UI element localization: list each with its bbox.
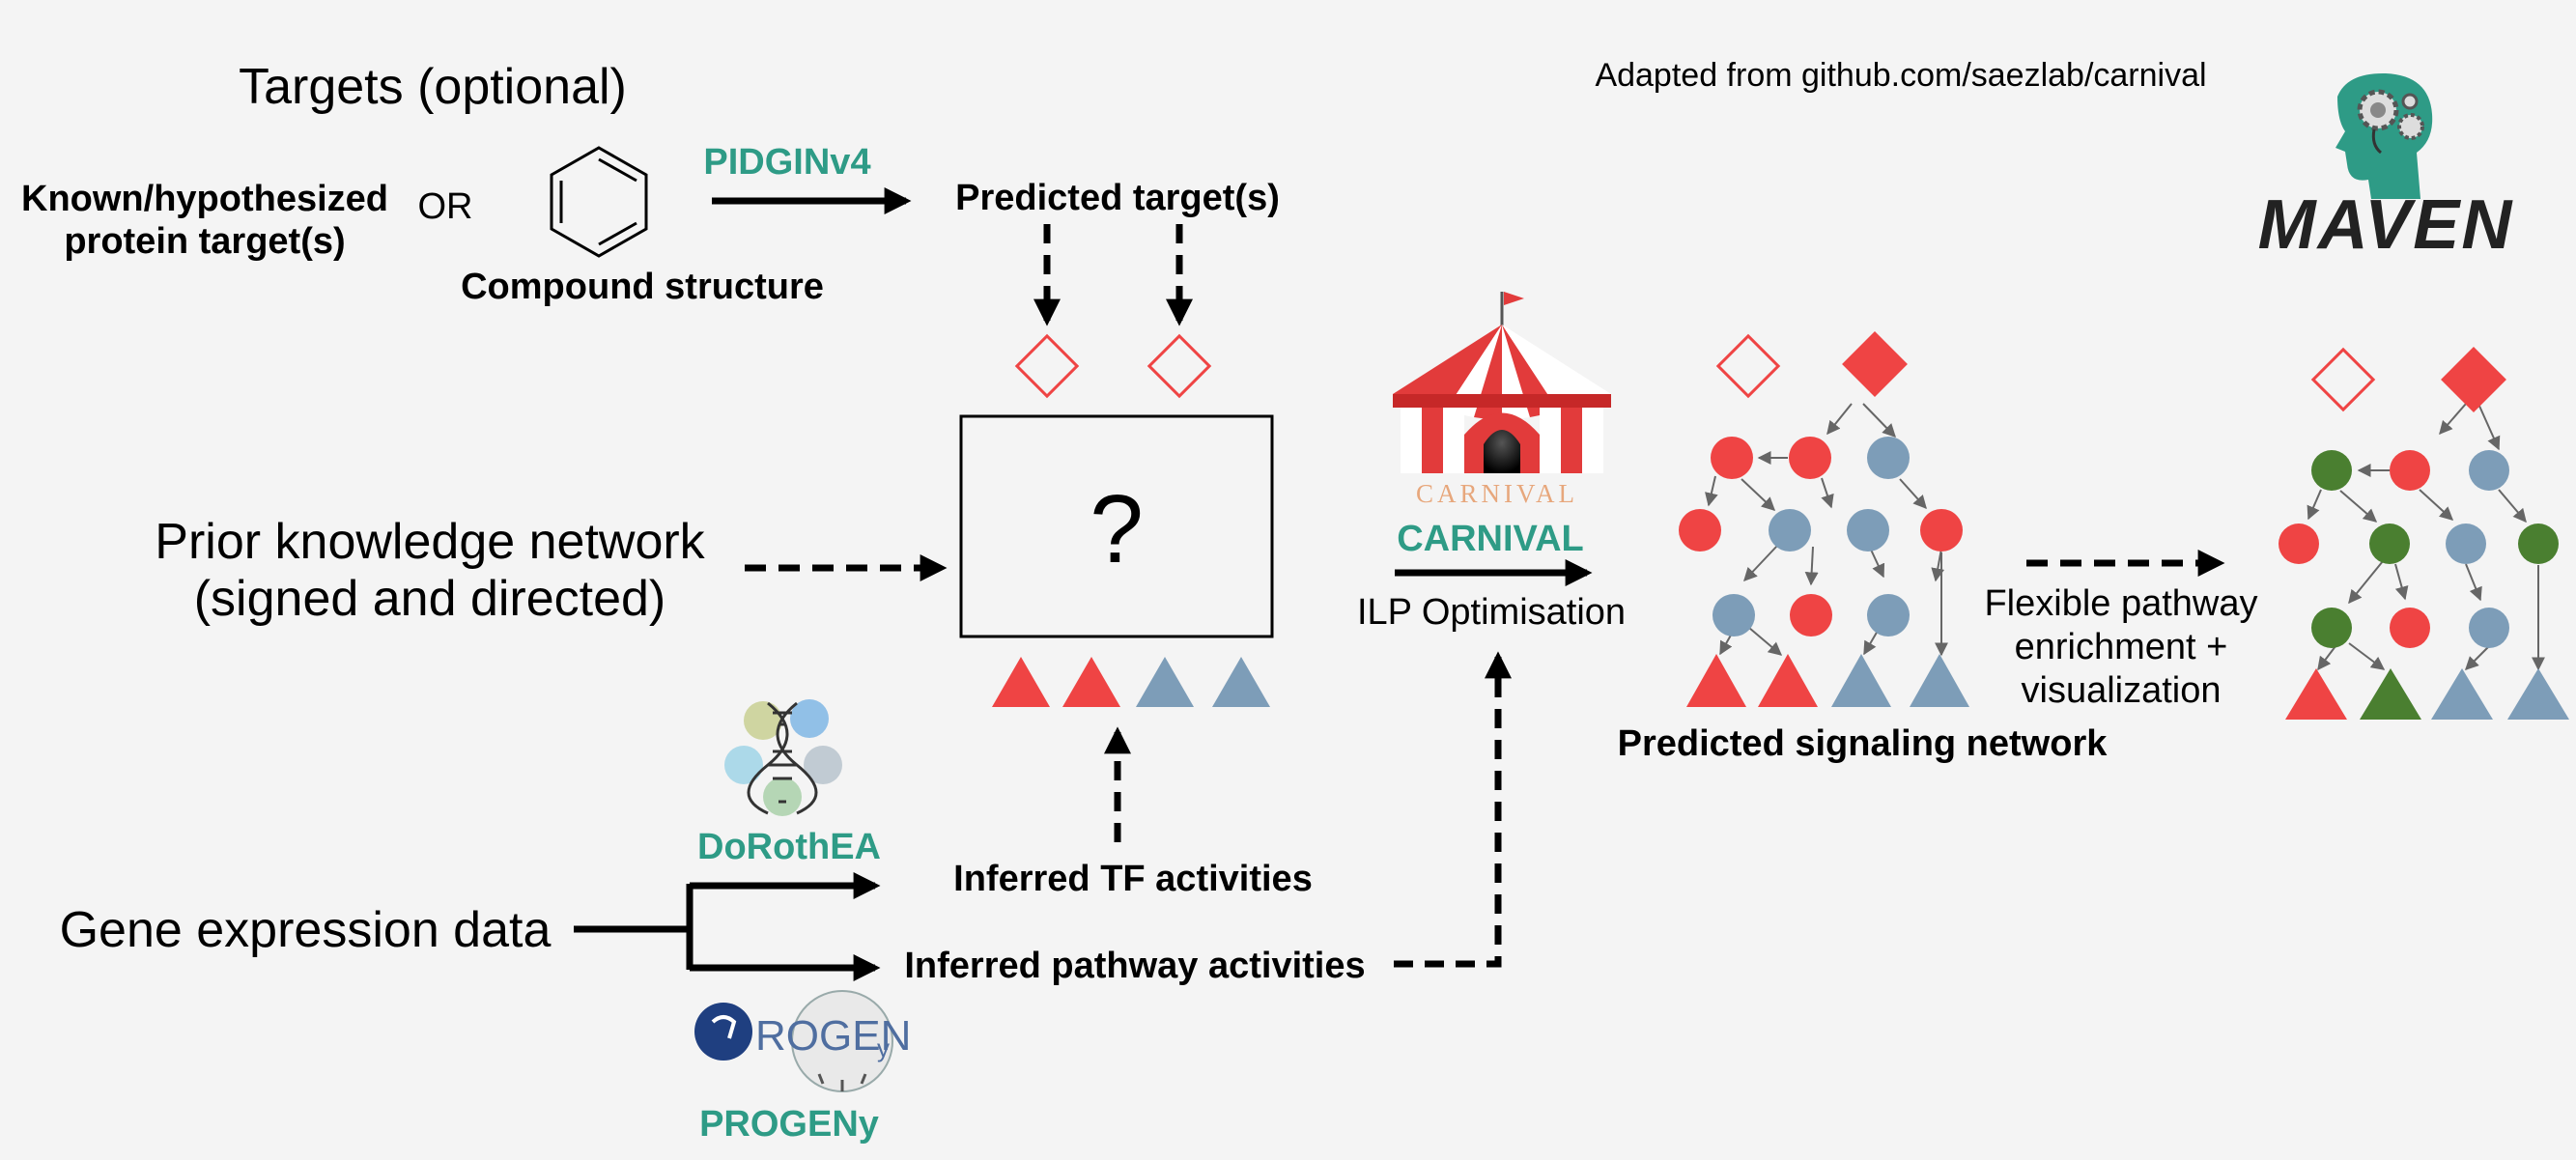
prior-knowledge-line1: Prior knowledge network [155, 514, 705, 570]
network-caption: Predicted signaling network [1618, 723, 2109, 764]
maven-logo: MAVEN [2258, 72, 2514, 264]
maven-logo-text: MAVEN [2258, 186, 2514, 264]
carnival-label: CARNIVAL [1397, 519, 1584, 559]
progeny-logo: ROGEN y [694, 990, 911, 1092]
source-credit: Adapted from github.com/saezlab/carnival [1595, 57, 2206, 94]
predicted-targets-label: Predicted target(s) [955, 178, 1280, 218]
known-targets-line1: Known/hypothesized [21, 179, 388, 219]
unknown-signaling-box [959, 414, 1274, 638]
gene-expression-label: Gene expression data [60, 902, 552, 958]
benzene-structure-icon [550, 146, 648, 258]
tf-triangles [992, 657, 1270, 707]
ilp-optimisation-label: ILP Optimisation [1357, 592, 1626, 633]
enrichment-line1: Flexible pathway [1984, 583, 2257, 624]
tf-triangle [1062, 657, 1120, 707]
target-diamond-1 [1014, 333, 1080, 399]
pidgin-label: PIDGINv4 [703, 142, 870, 183]
dorothea-logo [724, 699, 842, 816]
pathway-activities-label: Inferred pathway activities [904, 946, 1365, 986]
tf-triangle [1136, 657, 1194, 707]
tf-triangle [992, 657, 1050, 707]
prior-knowledge-line2: (signed and directed) [194, 571, 666, 627]
progeny-logo-sub: y [877, 1033, 890, 1062]
pathway-to-carnival-arrow [1394, 651, 1512, 968]
predicted-signaling-network [1679, 331, 1969, 707]
known-targets-line2: protein target(s) [64, 221, 345, 262]
targets-heading: Targets (optional) [239, 59, 627, 115]
unknown-symbol: ? [1090, 475, 1144, 583]
enriched-network [2279, 347, 2569, 720]
progeny-label: PROGENy [699, 1104, 879, 1145]
carnival-logo-text: CARNIVAL [1416, 479, 1578, 508]
progeny-logo-letters: ROGEN [755, 1012, 911, 1060]
tf-triangle [1212, 657, 1270, 707]
dorothea-label: DoRothEA [697, 827, 881, 867]
enrichment-line3: visualization [2022, 670, 2222, 711]
tf-activities-label: Inferred TF activities [953, 859, 1313, 899]
target-diamond-2 [1146, 333, 1212, 399]
compound-structure-label: Compound structure [461, 267, 824, 307]
carnival-tent-logo: CARNIVAL [1393, 292, 1611, 508]
enrichment-line2: enrichment + [2015, 627, 2228, 667]
gene-expression-branch [574, 872, 881, 981]
or-label: OR [418, 186, 473, 227]
